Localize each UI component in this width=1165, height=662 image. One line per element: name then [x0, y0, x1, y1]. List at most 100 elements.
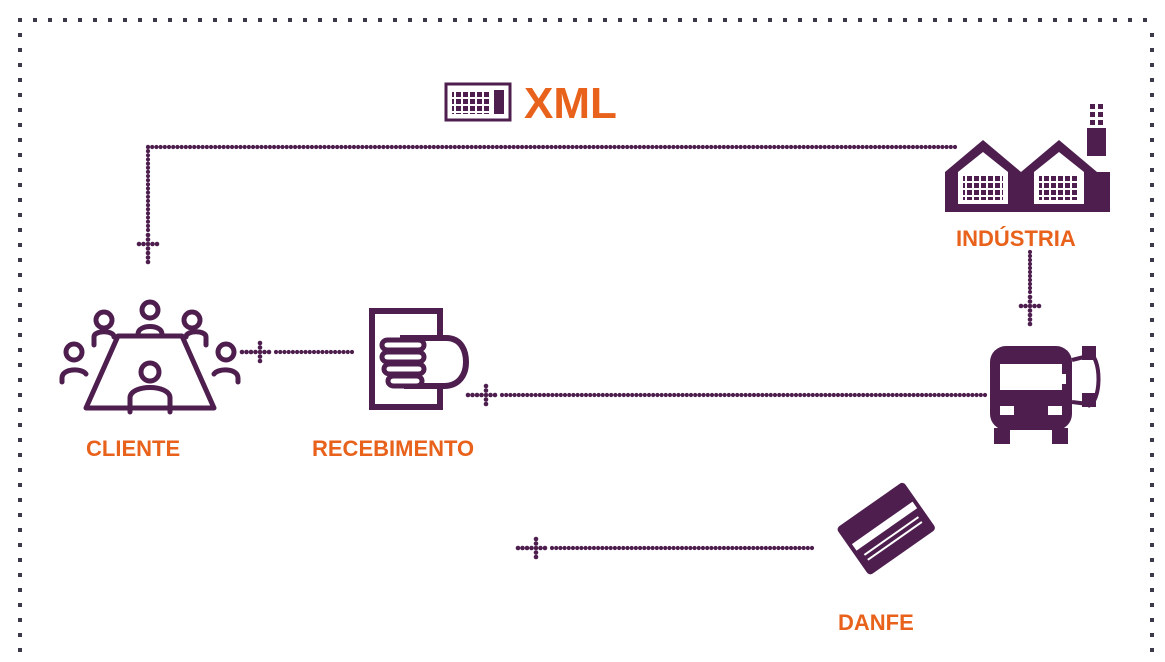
frame-dot [1150, 378, 1154, 382]
connector-dot [835, 392, 841, 398]
frame-dot [78, 18, 82, 22]
connector-dot [692, 545, 697, 551]
connector-dot [583, 392, 589, 398]
connector-dot [882, 392, 887, 398]
frame-dot [1150, 588, 1154, 592]
connector-dot [444, 144, 449, 150]
frame-dot [18, 183, 22, 187]
connector-dot [844, 392, 849, 398]
connector-dot [734, 144, 739, 150]
frame-dot [588, 18, 592, 22]
connector-dot [756, 392, 761, 398]
factory-icon [945, 104, 1110, 212]
connector-dot [145, 178, 151, 183]
connector-dot [739, 392, 744, 398]
connector-dot [238, 144, 243, 150]
connector-dot [818, 144, 823, 150]
connector-dot [924, 392, 929, 398]
frame-dot [18, 108, 22, 112]
connector-dot [705, 392, 710, 398]
connector-dot [393, 144, 399, 150]
connector-dot [145, 223, 151, 228]
frame-dot [1150, 558, 1154, 562]
connector-dot [659, 392, 664, 398]
frame-dot [108, 18, 112, 22]
connector-dot [910, 144, 916, 150]
connector-dot [282, 349, 287, 355]
connector-dot [671, 545, 676, 551]
connector-dot [906, 144, 911, 150]
connector-dot [898, 144, 903, 150]
connector-dot [1027, 253, 1033, 259]
frame-dot [858, 18, 862, 22]
connector-dot [658, 545, 664, 551]
connector-dot [671, 144, 676, 150]
frame-dot [1150, 483, 1154, 487]
connector-dot [776, 545, 781, 551]
frame-dot [948, 18, 952, 22]
connector-dot [427, 144, 432, 150]
connector-dot [499, 392, 505, 398]
connector-dot [949, 392, 954, 398]
connector-dot [798, 392, 803, 398]
frame-dot [1150, 423, 1154, 427]
connector-dot [566, 144, 571, 150]
connector-dot [579, 392, 584, 398]
frame-dot [258, 18, 262, 22]
cliente-label: CLIENTE [86, 436, 181, 461]
frame-dot [1113, 18, 1117, 22]
connector-dot [579, 545, 584, 551]
connector-dot [145, 190, 151, 195]
connector-dot [864, 144, 869, 150]
frame-dot [1150, 213, 1154, 217]
frame-dot [498, 18, 502, 22]
connector-dot [229, 144, 235, 150]
frame-dot [768, 18, 772, 22]
frame-dot [18, 273, 22, 277]
connector-dot [616, 144, 621, 150]
connector-dot [309, 144, 315, 150]
connector-dot [630, 392, 635, 398]
connector-dot [316, 349, 321, 355]
connector-dot [596, 545, 601, 551]
connector-dot [856, 144, 861, 150]
frame-dot [573, 18, 577, 22]
connector-dot [621, 545, 626, 551]
frame-dot [978, 18, 982, 22]
connector-dot [621, 392, 626, 398]
frame-dot [18, 33, 22, 37]
connector-dot [263, 144, 268, 150]
frame-dot [1150, 408, 1154, 412]
connector-dot [809, 144, 815, 150]
recebimento-label: RECEBIMENTO [312, 436, 475, 461]
connector-dot [158, 144, 163, 150]
connector-dot [650, 545, 655, 551]
frame-dot [1150, 498, 1154, 502]
connector-dot [423, 144, 428, 150]
connector-dot [242, 144, 247, 150]
connector-dot [554, 392, 559, 398]
frame-dot [1150, 228, 1154, 232]
connector-dot [145, 211, 151, 216]
connector-dot [654, 545, 659, 551]
connector-dot [299, 349, 304, 355]
connector-dot [591, 144, 596, 150]
connector-dot [633, 144, 638, 150]
frame-dot [123, 18, 127, 22]
connector-dot [612, 545, 618, 551]
frame-dot [18, 168, 22, 172]
frame-dot [18, 603, 22, 607]
connector-dot [797, 545, 802, 551]
connector-dot [381, 144, 386, 150]
connector-dot [650, 144, 655, 150]
connector-dot [550, 392, 555, 398]
frame-dot [663, 18, 667, 22]
connector-dot [907, 392, 912, 398]
connector-dot [746, 144, 752, 150]
frame-dot [678, 18, 682, 22]
connector-dot [776, 144, 781, 150]
connector-dot [1027, 265, 1033, 271]
frame-dot [618, 18, 622, 22]
connector-dot [311, 349, 317, 355]
frame-dot [1150, 288, 1154, 292]
